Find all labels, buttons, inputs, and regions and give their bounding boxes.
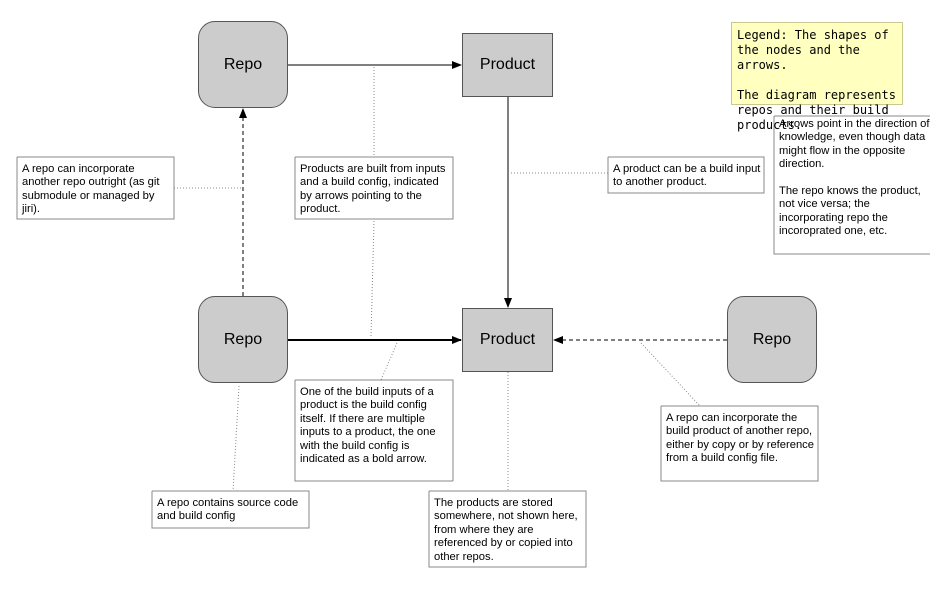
product-node-middle[interactable]: Product xyxy=(462,308,553,372)
bracket-build-inputs xyxy=(294,379,454,482)
bracket-repo-contains xyxy=(151,490,310,529)
bracket-products-built xyxy=(294,156,454,220)
note-repo-build-product: A repo can incorporate the build product… xyxy=(666,412,814,465)
note-arrows-direction: Arrows point in the direction of knowled… xyxy=(779,118,930,238)
bracket-repo-incorporate xyxy=(16,156,175,220)
note-repo-incorporate: A repo can incorporate another repo outr… xyxy=(22,163,160,216)
leader-repo-contains xyxy=(232,385,240,492)
bracket-products-stored xyxy=(428,490,587,568)
note-product-input: A product can be a build input to anothe… xyxy=(613,163,761,189)
bracket-arrows-direction xyxy=(773,115,930,255)
leader-repo-build-product xyxy=(640,342,701,407)
note-repo-contains: A repo contains source code and build co… xyxy=(157,497,299,523)
note-build-inputs: One of the build inputs of a product is … xyxy=(300,386,436,466)
legend-box: Legend: The shapes of the nodes and the … xyxy=(731,22,903,132)
leader-products-built-down xyxy=(370,220,375,337)
bracket-product-input xyxy=(607,156,765,194)
repo-node-top[interactable]: Repo xyxy=(198,21,288,108)
note-products-built: Products are built from inputs and a bui… xyxy=(300,163,446,216)
bracket-repo-build-product xyxy=(660,405,819,482)
leader-build-inputs xyxy=(380,342,398,381)
repo-node-right[interactable]: Repo xyxy=(727,296,817,383)
product-node-top[interactable]: Product xyxy=(462,33,553,97)
repo-node-middle[interactable]: Repo xyxy=(198,296,288,383)
note-products-stored: The products are stored somewhere, not s… xyxy=(434,497,578,563)
